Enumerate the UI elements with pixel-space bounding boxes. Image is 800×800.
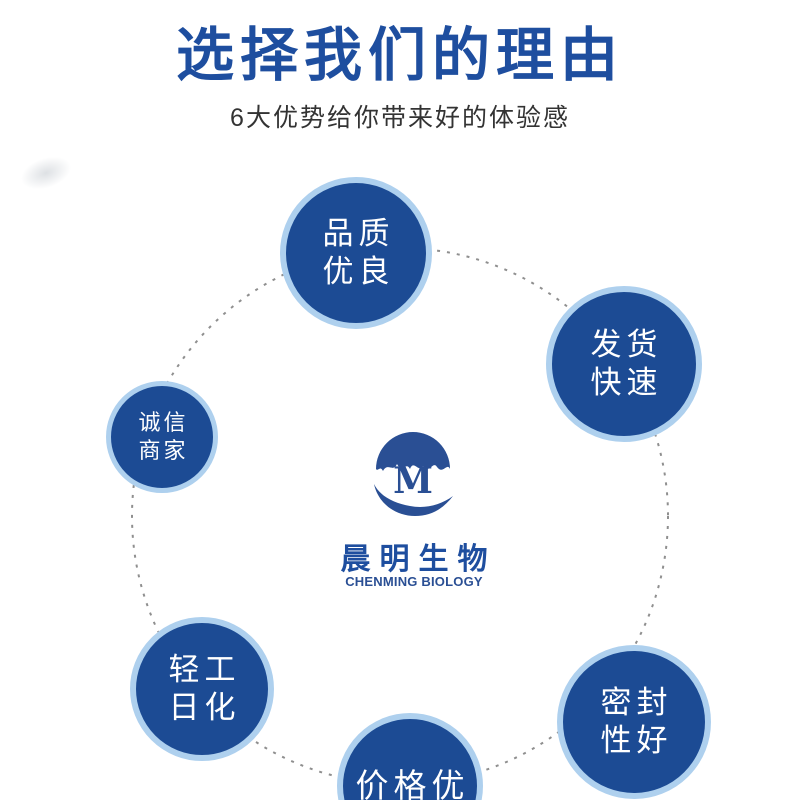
- bubble-label-line: 轻工: [168, 652, 241, 687]
- bubble-label-line: 价格优: [355, 767, 470, 800]
- bubble-label-line: 日化: [168, 690, 241, 725]
- advantage-bubble-fast-shipping: 发货 快速: [546, 286, 702, 442]
- advantage-bubble-good-sealing: 密封 性好: [557, 645, 711, 799]
- page-subtitle: 6大优势给你带来好的体验感: [230, 104, 570, 132]
- bubble-label-line: 品质: [322, 216, 395, 251]
- bubble-label-line: 商家: [138, 438, 189, 463]
- brand-name-en: CHENMING BIOLOGY: [345, 574, 483, 589]
- bubble-label-line: 性好: [600, 723, 673, 758]
- logo-monogram: M: [393, 460, 433, 502]
- advantage-bubble-light-industry: 轻工 日化: [130, 617, 274, 761]
- bubble-label-line: 密封: [600, 685, 673, 720]
- bubble-label-line: 发货: [590, 327, 663, 362]
- advantage-bubble-honest-seller: 诚信 商家: [106, 381, 218, 493]
- bubble-label-line: 诚信: [138, 410, 189, 435]
- bubble-label-line: 快速: [590, 365, 663, 400]
- advantage-bubble-quality: 品质 优良: [280, 177, 432, 329]
- bubble-label-line: 优良: [322, 254, 395, 289]
- page-title: 选择我们的理由: [175, 23, 624, 88]
- brand-name-cn: 晨明生物: [340, 543, 497, 576]
- globe-m-logo-icon: M: [374, 432, 453, 516]
